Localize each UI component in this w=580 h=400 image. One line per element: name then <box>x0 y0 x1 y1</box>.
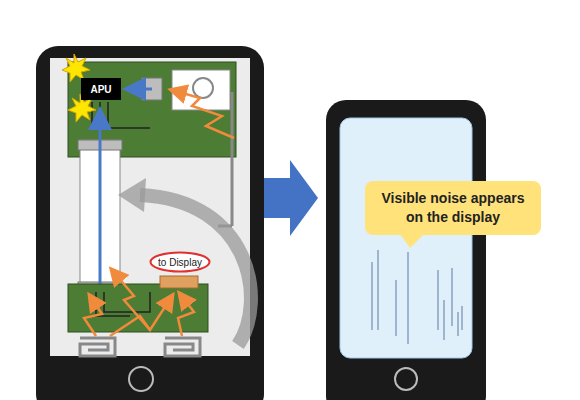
antenna <box>165 338 200 356</box>
noise-arrow <box>178 294 194 336</box>
noise-line <box>461 306 463 330</box>
phone-body <box>326 100 486 400</box>
chip-box: APU <box>81 78 121 100</box>
noise-line <box>443 300 445 340</box>
callout-pointer <box>400 234 424 248</box>
noise-arrow <box>110 296 172 336</box>
phone-inside <box>50 58 250 356</box>
signal-arrow <box>128 88 152 91</box>
camera-lens <box>193 78 213 98</box>
result-arrow <box>264 160 318 236</box>
noise-line <box>395 280 397 336</box>
noise-line <box>457 312 459 336</box>
antenna <box>80 338 115 356</box>
node-text: to Display <box>158 257 202 268</box>
noise-line <box>371 262 373 330</box>
noise-arrow <box>172 90 234 138</box>
antenna <box>231 92 234 226</box>
camera-module <box>172 70 230 110</box>
label-ellipse: to Display <box>149 251 211 273</box>
path-arrow-head <box>118 178 146 212</box>
traces <box>96 292 150 316</box>
home-button <box>129 367 153 391</box>
noise-arrow <box>84 296 102 336</box>
phone-screen <box>340 118 472 358</box>
noise-lines <box>372 250 462 344</box>
node-text: Visible noise appears on the display <box>375 189 531 227</box>
phone-body <box>36 46 264 400</box>
signal-arrow <box>99 112 102 286</box>
node-text: APU <box>90 84 111 95</box>
noise-line <box>377 250 379 330</box>
noise-line <box>407 252 409 344</box>
callout-bubble: Visible noise appears on the display <box>365 181 541 235</box>
noise-arrow <box>112 270 150 330</box>
top-board <box>68 62 236 157</box>
noise-line <box>451 268 453 326</box>
noise-line <box>437 270 439 330</box>
home-button <box>395 368 417 390</box>
display-connector <box>160 276 198 288</box>
